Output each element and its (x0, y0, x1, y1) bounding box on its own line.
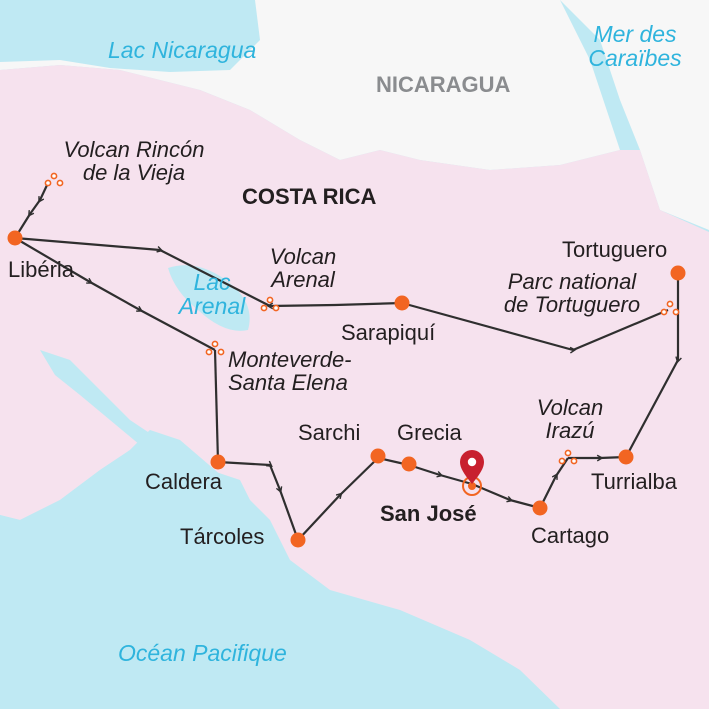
volcano-park-icon-monteverde (205, 340, 225, 356)
sarapiqui-label: Sarapiquí (341, 320, 436, 345)
route-irazu-turrialba (568, 457, 627, 458)
parc-tortuguero-label: Parc national de Tortuguero (486, 270, 658, 316)
nicoya-coast-water (0, 430, 160, 555)
volcan-irazu-line2: Irazú (545, 418, 595, 444)
volcan-arenal-line1: Volcan (269, 244, 337, 269)
lac-nicaragua-water (0, 0, 260, 72)
lac-arenal-water (168, 265, 250, 331)
stop-dot-icon-cartago (532, 500, 548, 516)
route-arenal-sarapiqui (270, 301, 403, 306)
turrialba-label: Turrialba (591, 469, 677, 494)
route-tortuguero-turrialba (625, 273, 678, 458)
mer-caraibes-label: Mer des Caraïbes (580, 22, 690, 70)
san-jose-label: San José (380, 501, 477, 526)
tarcoles-label: Tárcoles (180, 524, 265, 549)
monteverde-label: Monteverde- Santa Elena (228, 348, 352, 394)
route-tarcoles-sarchi (297, 457, 379, 541)
liberia-label: Libéria (8, 257, 75, 282)
volcano-park-icons (44, 172, 680, 465)
route-sarapiqui-tortuguero (401, 301, 669, 350)
route-rincon-liberia (14, 182, 49, 239)
lac-nicaragua-label: Lac Nicaragua (108, 37, 257, 63)
stop-dot-icon-caldera (210, 454, 226, 470)
route-cartago-irazu (539, 457, 569, 509)
parc-tortuguero-line2: de Tortuguero (503, 292, 641, 318)
nicaragua-label: NICARAGUA (376, 72, 511, 97)
map-pin-icon-san-jose (460, 450, 484, 496)
lac-arenal-line2: Arenal (178, 293, 246, 320)
mer-caraibes-line2: Caraïbes (588, 45, 682, 72)
monteverde-line2: Santa Elena (228, 370, 348, 396)
tortuguero-label: Tortuguero (562, 237, 668, 262)
sarchi-label: Sarchi (298, 420, 361, 445)
route-liberia-arenal (14, 236, 271, 307)
route-liberia-monteverde (14, 237, 216, 351)
costa-rica-label: COSTA RICA (242, 184, 377, 209)
volcan-arenal-label: Volcan Arenal (258, 245, 348, 291)
volcan-rincon-line2: de la Vieja (82, 160, 186, 186)
route-monteverde-caldera (213, 349, 220, 463)
stop-dot-icon-turrialba (618, 449, 634, 465)
costa-rica-land (0, 65, 709, 709)
stop-dot-icon-grecia (401, 456, 417, 472)
grecia-label: Grecia (397, 420, 462, 445)
stop-dot-icon-sarchi (370, 448, 386, 464)
golfe-nicoya-water (40, 350, 250, 500)
volcan-irazu-line1: Volcan (536, 395, 604, 420)
volcano-park-icon-tortuguero (660, 300, 680, 316)
route (14, 182, 678, 541)
stops (7, 230, 686, 548)
volcan-irazu-label: Volcan Irazú (520, 396, 620, 442)
volcano-park-icon-arenal (260, 296, 280, 312)
volcan-rincon-line1: Volcan Rincón (63, 137, 205, 162)
route-caldera-tarcoles (217, 462, 300, 541)
lac-arenal-line1: Lac (193, 269, 231, 295)
stop-dot-icon-tarcoles (290, 532, 306, 548)
stop-dot-icon-liberia (7, 230, 23, 246)
ocean-pacifique-label: Océan Pacifique (118, 640, 287, 666)
lac-arenal-label: Lac Arenal (172, 270, 252, 318)
nicaragua-land (0, 0, 709, 230)
volcano-park-icon-irazu (558, 449, 578, 465)
volcan-arenal-line2: Arenal (271, 267, 335, 293)
stop-dot-icon-sarapiqui (394, 295, 410, 311)
mer-caraibes-line1: Mer des (593, 21, 677, 47)
cartago-label: Cartago (531, 523, 610, 548)
monteverde-line1: Monteverde- (228, 347, 352, 372)
parc-tortuguero-line1: Parc national (507, 269, 637, 294)
volcano-park-icon-rincon (44, 172, 64, 187)
stop-dot-icon-tortuguero (670, 265, 686, 281)
caldera-label: Caldera (145, 469, 223, 494)
volcan-rincon-label: Volcan Rincón de la Vieja (44, 138, 224, 184)
